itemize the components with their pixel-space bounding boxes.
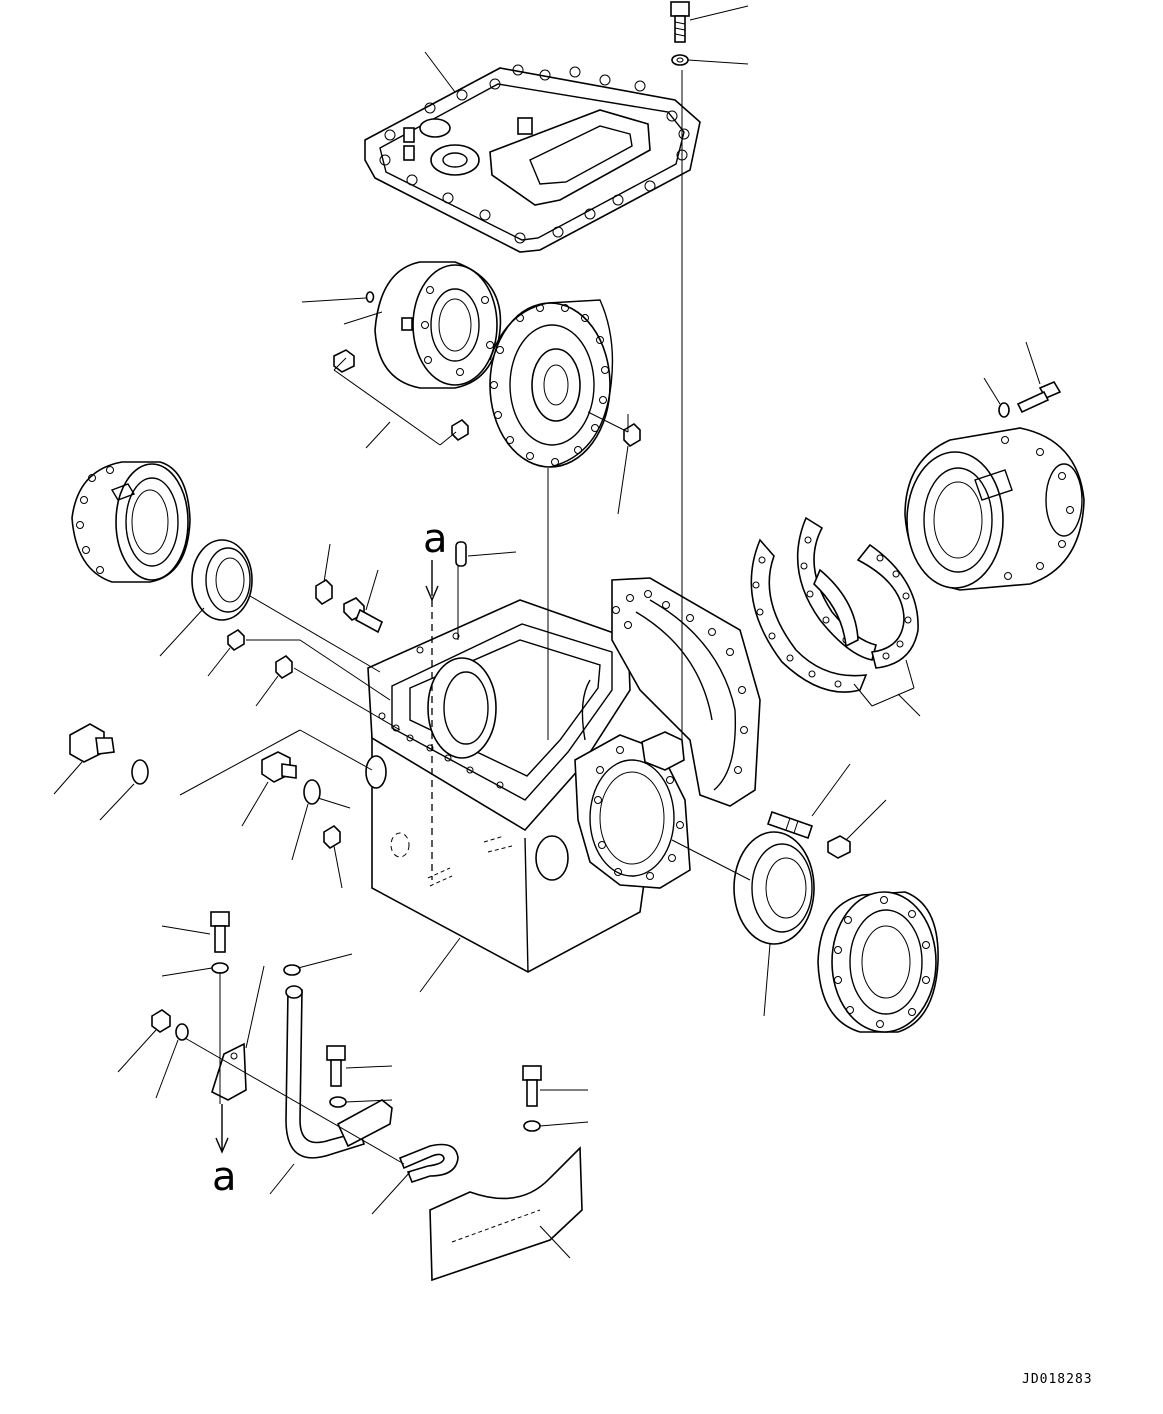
right-hub-housing [904, 427, 1085, 591]
clamp-bolt [326, 1045, 346, 1087]
reference-arrow-top [425, 560, 439, 602]
left-hub-housing [71, 461, 191, 583]
plug-a [315, 578, 333, 606]
bracket-washer [211, 962, 229, 974]
guard-plate [429, 1146, 583, 1282]
reference-marker-bottom: a [212, 1154, 237, 1200]
bracket-lock-washer [175, 1023, 189, 1041]
o-ring-a [131, 759, 149, 785]
shim-gasket-3 [813, 543, 919, 669]
dowel-pin [455, 541, 467, 567]
reference-arrow-bottom [215, 1104, 229, 1154]
assembly-lines [179, 70, 915, 1165]
guard-bolt [522, 1065, 542, 1107]
pipe-o-ring [283, 964, 301, 976]
mounting-bracket [211, 1042, 247, 1101]
stud-bolt [766, 810, 814, 840]
level-plug [261, 751, 297, 783]
guard-washer [523, 1120, 541, 1132]
shim-gasket-2 [796, 516, 877, 661]
top-cover-plate [364, 64, 701, 253]
reference-marker-top: a [423, 516, 448, 562]
pipe-clamp [336, 1099, 393, 1148]
bearing-cage [374, 261, 502, 389]
hex-nut [827, 835, 851, 859]
right-bolt [1016, 380, 1062, 414]
plug-d [323, 824, 341, 850]
flanged-cover [489, 299, 614, 468]
bolt-left-center [343, 597, 384, 634]
right-oil-seal [733, 831, 815, 945]
small-pin [365, 291, 375, 303]
bracket-nut [151, 1009, 171, 1033]
bracket-bolt [210, 911, 230, 953]
plug-left-upper [333, 349, 355, 373]
plug-center-upper [451, 418, 469, 442]
plug-right-upper [623, 422, 641, 448]
top-washer [671, 54, 689, 66]
leader-lines [53, 5, 1041, 1259]
lower-right-hub [817, 891, 939, 1033]
drain-plug [69, 723, 115, 763]
right-washer [998, 402, 1010, 418]
left-oil-seal [191, 539, 253, 621]
main-transmission-case [365, 577, 761, 973]
drawing-number: JD018283 [1022, 1372, 1093, 1387]
top-bolt [670, 1, 690, 43]
clamp-washer [329, 1096, 347, 1108]
u-bolt [398, 1143, 459, 1183]
o-ring-b [303, 779, 321, 805]
plug-c [275, 654, 293, 680]
plug-b [227, 628, 245, 652]
shim-gasket-1 [750, 538, 868, 693]
